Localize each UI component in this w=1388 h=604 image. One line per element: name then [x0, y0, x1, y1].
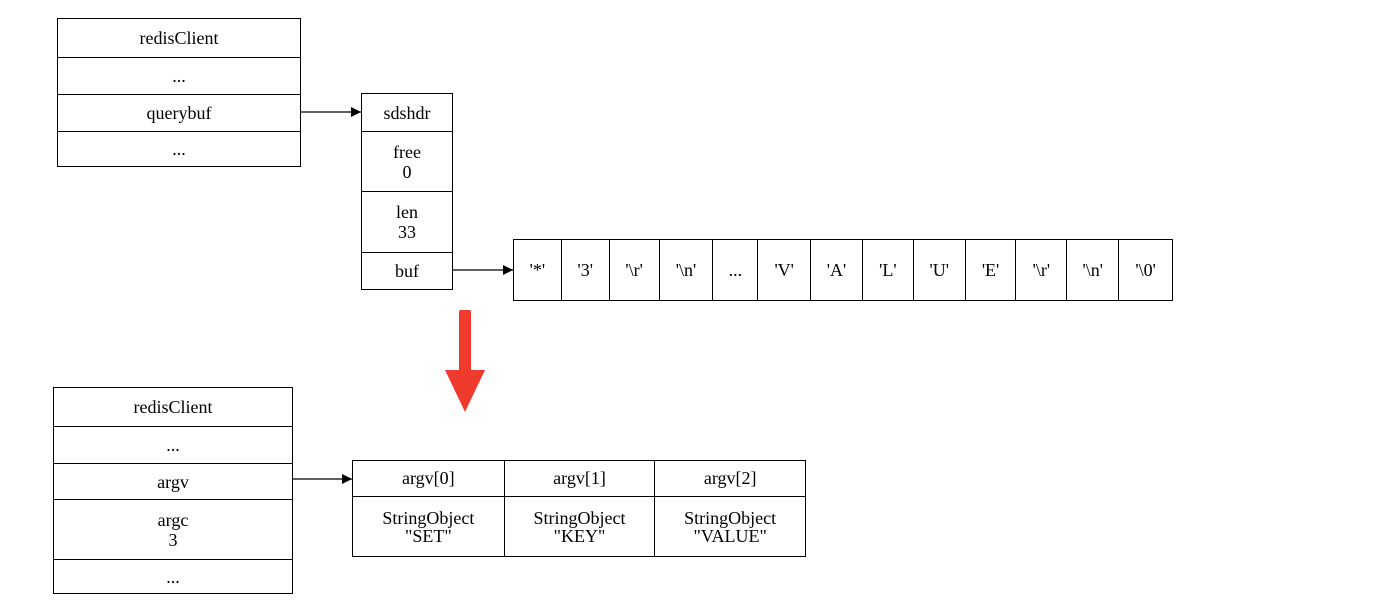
sdshdr-struct: sdshdr free 0 len 33 buf	[361, 93, 453, 290]
buffer-char-cell: 'L'	[861, 240, 913, 300]
argv-index-label: argv[0]	[353, 461, 504, 497]
argv-object-type: StringObject	[684, 507, 777, 528]
transform-arrow-icon	[445, 310, 485, 412]
argv-element: argv[1]StringObject"KEY"	[503, 461, 655, 556]
argv-array: argv[0]StringObject"SET"argv[1]StringObj…	[352, 460, 806, 557]
argc-field: argc 3	[54, 499, 292, 559]
argv-element: argv[0]StringObject"SET"	[353, 461, 504, 556]
buffer-char-cell: '\r'	[608, 240, 659, 300]
buffer-char-cell: '*'	[529, 259, 546, 280]
argv-string-object: StringObject"SET"	[353, 497, 504, 556]
buffer-char-cell: 'V'	[757, 240, 810, 300]
argv-element: argv[2]StringObject"VALUE"	[654, 461, 806, 556]
top-redisclient-struct: redisClient ... querybuf ...	[57, 18, 301, 167]
argv-field: argv	[54, 463, 292, 499]
argv-index-label: argv[1]	[504, 461, 655, 497]
argv-object-type: StringObject	[533, 507, 626, 528]
buffer-char-cell: 'A'	[810, 240, 862, 300]
sdshdr-len-field: len 33	[362, 191, 452, 252]
len-value: 33	[398, 222, 416, 242]
querybuf-field: querybuf	[58, 94, 300, 131]
free-label: free	[393, 141, 421, 162]
argc-value: 3	[168, 529, 178, 550]
argv-string-object: StringObject"KEY"	[505, 497, 655, 556]
argv-string-object: StringObject"VALUE"	[655, 497, 805, 556]
free-value: 0	[402, 161, 412, 182]
buffer-char-cell: '\0'	[1118, 240, 1172, 300]
sdshdr-title: sdshdr	[383, 102, 431, 123]
bottom-redisclient-row: ...	[54, 559, 292, 593]
buffer-char-cell: ...	[712, 240, 757, 300]
top-redisclient-row: ...	[58, 131, 300, 166]
buffer-char-cell: 'E'	[964, 240, 1016, 300]
argv-object-type: StringObject	[382, 507, 475, 528]
bottom-redisclient-title: redisClient	[133, 397, 213, 417]
argv-object-value: "VALUE"	[693, 525, 767, 546]
argc-label: argc	[157, 509, 189, 530]
bottom-redisclient-struct: redisClient ... argv argc 3 ...	[53, 387, 293, 594]
top-redisclient-title: redisClient	[139, 28, 219, 48]
bottom-redisclient-row: ...	[54, 426, 292, 463]
argv-index-label: argv[2]	[655, 461, 806, 497]
buffer-char-cell: '\r'	[1015, 240, 1066, 300]
top-redisclient-row: ...	[58, 57, 300, 94]
buffer-char-cell: '\n'	[658, 240, 713, 300]
char-buffer-array: '*''3''\r''\n'...'V''A''L''U''E''\r''\n'…	[513, 239, 1173, 301]
argv-object-value: "SET"	[404, 525, 452, 546]
buffer-char-cell: '\n'	[1066, 240, 1118, 300]
len-label: len	[396, 202, 418, 222]
argv-object-value: "KEY"	[553, 525, 606, 546]
sdshdr-buf-field: buf	[362, 252, 452, 289]
sdshdr-free-field: free 0	[362, 131, 452, 191]
buffer-char-cell: 'U'	[912, 240, 965, 300]
buffer-char-cell: '3'	[560, 240, 609, 300]
